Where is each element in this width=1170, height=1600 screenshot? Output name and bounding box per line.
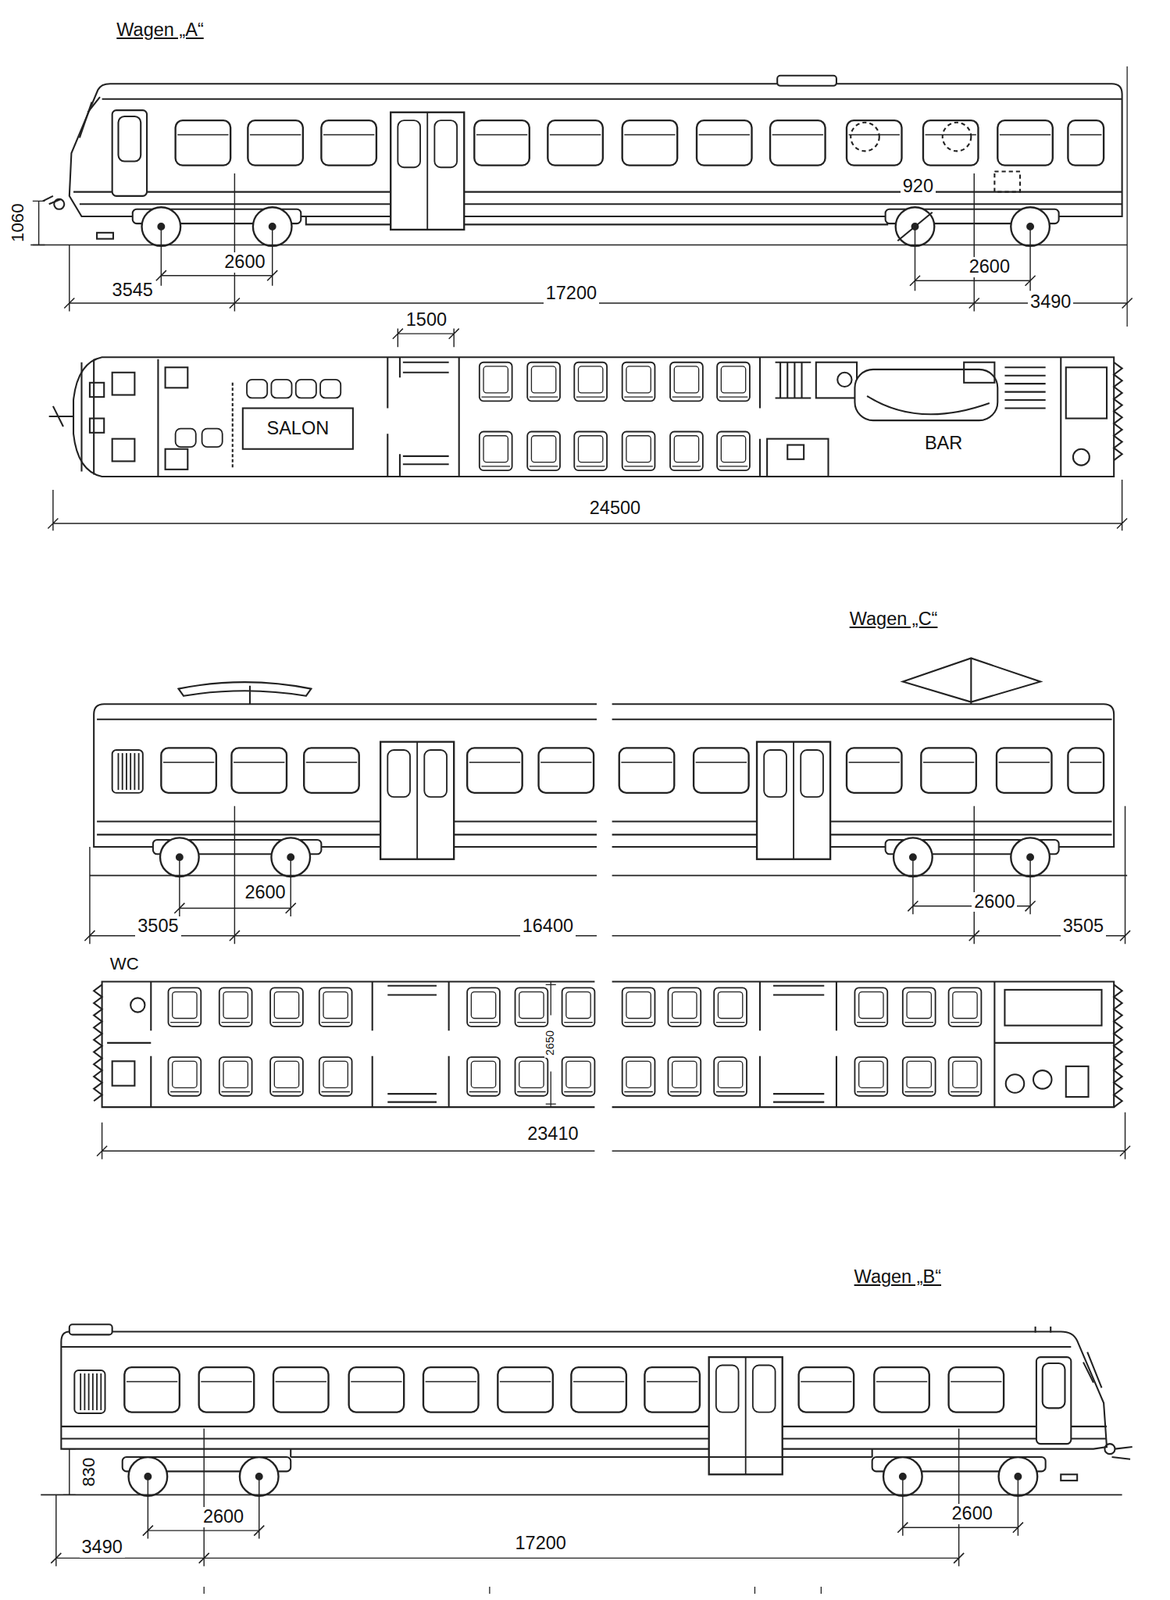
- dimension-value: 2600: [966, 256, 1013, 278]
- dimension-value: 2650: [544, 1027, 557, 1058]
- room-label: BAR: [922, 433, 965, 454]
- dimension-value: 3490: [1027, 292, 1074, 313]
- dimension-value: 23410: [524, 1123, 581, 1145]
- dimension-value: 2600: [242, 882, 288, 903]
- dimension-value: 830: [80, 1455, 100, 1489]
- dimension-value: 2600: [949, 1503, 996, 1524]
- car-title: Wagen „A“: [114, 20, 206, 41]
- dimension-value: 3545: [110, 280, 156, 301]
- dimension-value: 1060: [8, 200, 28, 244]
- dimension-value: 24500: [587, 498, 643, 519]
- room-label: WC: [107, 954, 142, 974]
- dimension-value: 3505: [1060, 916, 1106, 937]
- car-title: Wagen „B“: [852, 1266, 944, 1288]
- dimension-value: 17200: [513, 1533, 569, 1554]
- dimension-value: 920: [900, 176, 936, 197]
- dimension-value: 2600: [200, 1506, 247, 1527]
- dimension-value: 3490: [79, 1537, 125, 1558]
- dimension-value: 2600: [971, 891, 1017, 913]
- room-label: SALON: [264, 418, 332, 439]
- dimension-value: 2600: [221, 252, 268, 273]
- dimension-value: 17200: [543, 283, 600, 304]
- dimension-value: 1500: [403, 310, 450, 331]
- dimension-value: 16400: [520, 916, 576, 937]
- dimension-value: 3505: [135, 916, 181, 937]
- car-title: Wagen „C“: [847, 609, 941, 630]
